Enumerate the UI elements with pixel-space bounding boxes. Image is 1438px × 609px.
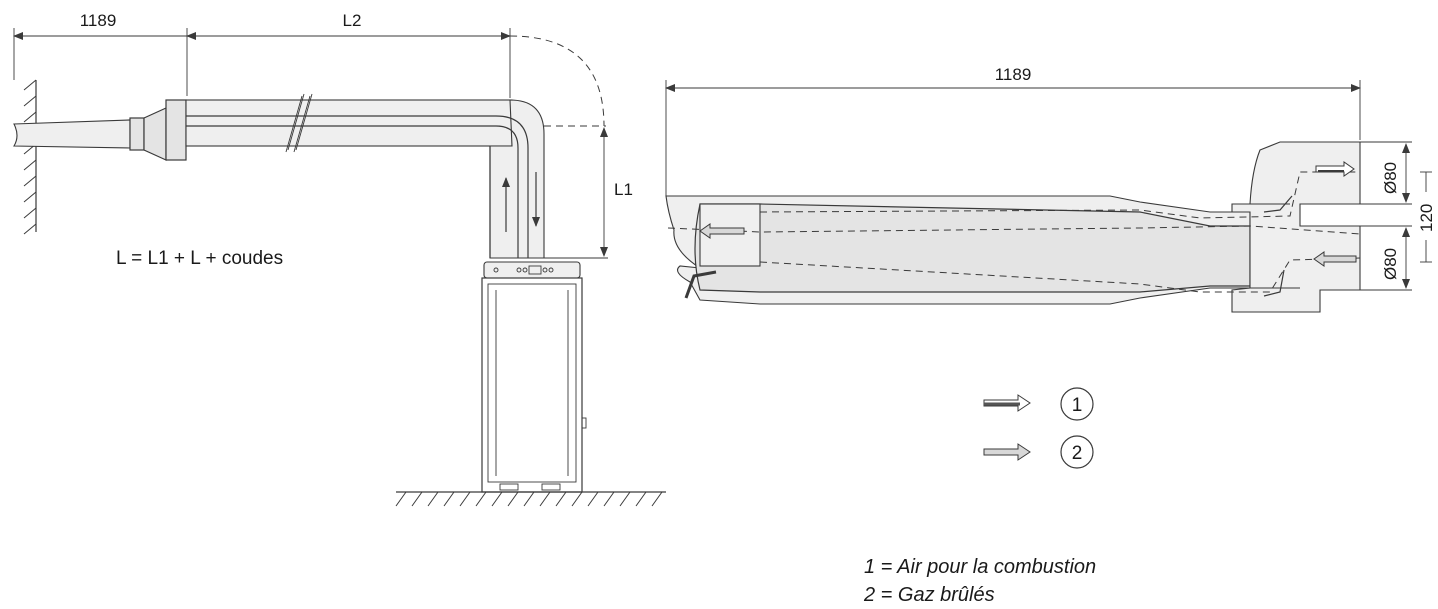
dim-diameter-bottom: Ø80 (1381, 248, 1400, 280)
boiler-unit (481, 261, 587, 493)
right-adapter (1231, 141, 1361, 313)
internal-flow-arrows (684, 161, 1357, 299)
dim-l2: L2 (343, 11, 362, 30)
l1-dimension (509, 35, 608, 259)
legend-number-1: 1 (1072, 395, 1083, 416)
legend-arrow-2 (983, 443, 1031, 461)
left-installation-view: 1189 L2 (13, 11, 666, 507)
floor (395, 491, 666, 507)
wall (23, 79, 37, 235)
legend-circle-1 (1060, 387, 1094, 421)
length-formula: L = L1 + L + coudes (116, 248, 283, 269)
elbow-vertical-duct (489, 99, 545, 259)
dim-1189-right: 1189 (995, 65, 1032, 84)
top-dimension-lines (13, 28, 511, 98)
legend-number-2: 2 (1072, 443, 1083, 464)
wall-terminal (13, 99, 187, 161)
inner-tube (694, 203, 1251, 293)
diameter-dimensions (1360, 141, 1432, 291)
dim-diameter-top: Ø80 (1381, 162, 1400, 194)
horizontal-duct (185, 93, 513, 153)
dim-spacing-120: 120 (1417, 204, 1436, 232)
legend: 1 2 1 = Air pour la combustion 2 = Gaz b… (863, 387, 1096, 606)
legend-line-1: 1 = Air pour la combustion (864, 556, 1096, 578)
dim-1189-left: 1189 (80, 11, 117, 30)
legend-arrow-1 (983, 394, 1031, 412)
legend-circle-2 (1060, 435, 1094, 469)
legend-line-2: 2 = Gaz brûlés (863, 584, 995, 606)
right-terminal-detail: 1189 (665, 65, 1436, 313)
dim-l1: L1 (614, 180, 633, 199)
